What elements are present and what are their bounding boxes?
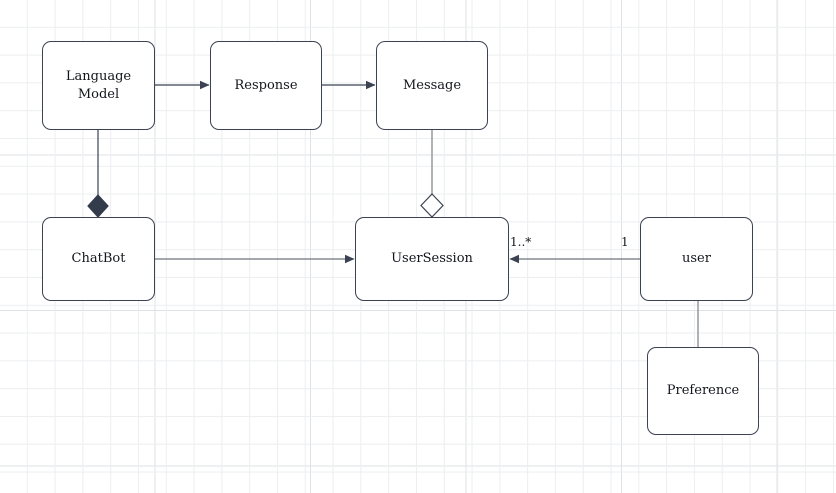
node-label: Response [234, 77, 298, 93]
node-label: Language Model [65, 68, 132, 102]
edge-language-model-to-chatbot [87, 130, 109, 218]
node-label: ChatBot [71, 251, 126, 267]
hollow-diamond-marker [420, 193, 444, 218]
filled-diamond-marker [87, 194, 109, 218]
node-label: Message [402, 77, 462, 93]
node-language-model[interactable]: Language Model [42, 41, 155, 130]
node-label: Preference [666, 383, 740, 399]
multiplicity-label-one: 1 [621, 235, 629, 249]
node-chatbot[interactable]: ChatBot [42, 217, 155, 301]
node-label: UserSession [391, 251, 473, 267]
node-label: user [682, 251, 711, 267]
edge-message-to-usersession [420, 130, 444, 218]
multiplicity-label-many: 1..* [510, 235, 532, 249]
node-user[interactable]: user [640, 217, 753, 301]
node-preference[interactable]: Preference [647, 347, 759, 435]
node-response[interactable]: Response [210, 41, 322, 130]
node-usersession[interactable]: UserSession [355, 217, 509, 301]
node-message[interactable]: Message [376, 41, 488, 130]
